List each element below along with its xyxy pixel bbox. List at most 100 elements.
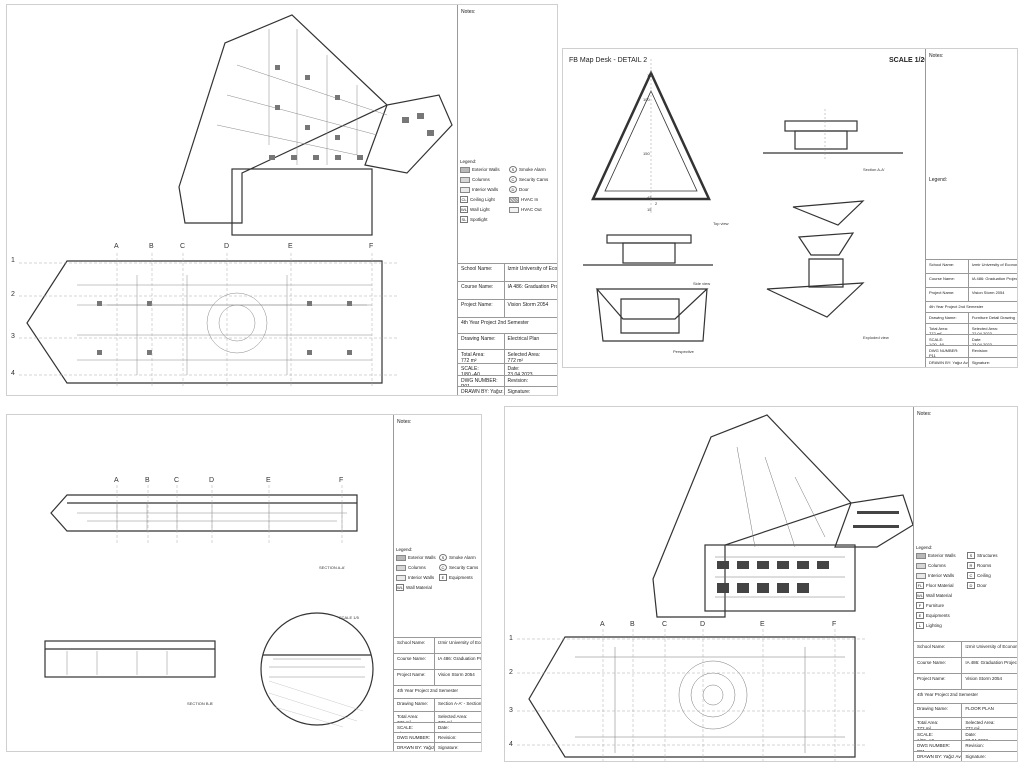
drawing-name: Furniture Detail Drawing xyxy=(967,313,1017,323)
drawn-by: DRAWN BY: Yağız Avcı xyxy=(929,360,968,365)
sheet-furniture-detail[interactable]: FB Map Desk - DETAIL 2 SCALE 1/20 xyxy=(562,48,1018,368)
school-name: Izmir University of Economics xyxy=(503,264,557,281)
electrical-plan-drawing xyxy=(19,14,453,387)
legend-item: HVAC Out xyxy=(509,206,555,213)
grid-row-1: 1 xyxy=(11,257,15,264)
scale: SCALE: 1/80 -A0 xyxy=(461,366,480,375)
grid-col-e: E xyxy=(760,621,765,628)
date: Date: 23.04.2023 xyxy=(434,723,481,732)
grid-row-4: 4 xyxy=(11,370,15,377)
notes-label: Notes: xyxy=(929,53,944,59)
grid-col-a: A xyxy=(114,477,119,484)
dim-15: 15 xyxy=(647,207,652,212)
grid-row-2: 2 xyxy=(11,291,15,298)
exterior-wall-swatch xyxy=(916,552,926,559)
detail-sidebar: Notes: Legend: School Name:Izmir Univers… xyxy=(925,49,1017,367)
project-name: Vision Storm 2054 xyxy=(434,670,481,685)
caption-section-bb: SECTION B-B' xyxy=(187,701,214,706)
legend-item xyxy=(967,602,1015,609)
caption-perspective: Perspective xyxy=(673,349,694,354)
grid-col-c: C xyxy=(174,477,180,484)
sheet-electrical-plan[interactable]: A B C D E F 1 2 3 4 Notes: Legend: Exter… xyxy=(6,4,558,396)
drawn-by: DRAWN BY: Yağız Avcı xyxy=(461,389,504,395)
column-swatch xyxy=(396,564,406,571)
wall-light-icon: WL xyxy=(460,206,468,213)
legend-item xyxy=(967,592,1015,599)
legend-item: Exterior Walls xyxy=(460,166,506,173)
total-area: Total Area: 772 m² xyxy=(929,326,948,334)
drawn-by: DRAWN BY: Yağız Avcı xyxy=(397,745,435,750)
legend-item: Interior Walls xyxy=(916,572,964,579)
legend-title: Legend: xyxy=(916,545,933,550)
selected-area: Selected Area: 22.04.2023 xyxy=(967,324,1017,334)
caption-exploded-view: Exploded view xyxy=(863,335,889,340)
grid-col-e: E xyxy=(266,477,271,484)
drawing-name: Electrical Plan xyxy=(503,334,557,349)
grid-row-3: 3 xyxy=(509,707,513,714)
legend-item: Columns xyxy=(460,176,506,183)
door-icon: D xyxy=(509,186,517,193)
drawn-by: DRAWN BY: Yağız Avcı xyxy=(917,754,962,759)
legend-title: Legend: xyxy=(460,159,477,164)
selected-area: Selected Area: 772 m² xyxy=(434,712,481,722)
dwg-number: DWG NUMBER: P01 xyxy=(397,735,430,742)
dim-43: 43 xyxy=(647,195,652,200)
dwg-number: DWG NUMBER: P11 xyxy=(929,348,959,357)
grid-col-b: B xyxy=(149,243,154,250)
interior-wall-swatch xyxy=(916,572,926,579)
sections-drawing xyxy=(44,485,374,728)
grid-col-c: C xyxy=(180,243,186,250)
grid-col-a: A xyxy=(600,621,605,628)
signature: Signature: xyxy=(961,752,1017,761)
total-area: Total Area: 772 m² xyxy=(461,352,485,363)
dwg-number: DWG NUMBER: P01 xyxy=(461,378,498,386)
structure-icon: S xyxy=(967,552,975,559)
smoke-alarm-icon: S xyxy=(509,166,517,173)
total-area: Total Area: 772 m² xyxy=(397,714,419,722)
furniture-icon: F xyxy=(916,602,924,609)
rooms-icon: R xyxy=(967,562,975,569)
detail-scale: SCALE 1/20 xyxy=(889,57,929,64)
dim-top: 15 xyxy=(647,73,652,78)
column-swatch xyxy=(460,176,470,183)
sheet-floor-plan[interactable]: A B C D E F 1 2 3 4 Notes: Legend: Exter… xyxy=(504,406,1018,762)
caption-top-view: Top view xyxy=(713,221,729,226)
grid-col-d: D xyxy=(209,477,215,484)
lighting-icon: L xyxy=(916,622,924,629)
school-name: Izmir University of Economics xyxy=(961,642,1017,657)
grid-col-a: A xyxy=(114,243,119,250)
grid-row-1: 1 xyxy=(509,635,513,642)
legend-item: Columns xyxy=(396,564,436,571)
school-name: Izmir University of Economics xyxy=(434,638,481,653)
spotlight-icon: SL xyxy=(460,216,468,223)
grid-row-4: 4 xyxy=(509,741,513,748)
interior-wall-swatch xyxy=(396,574,406,581)
grid-row-3: 3 xyxy=(11,333,15,340)
sheet-sections[interactable]: A B C D E F SECTION A-A' SECTION B-B' SC… xyxy=(6,414,482,752)
floor-plan-drawing xyxy=(517,414,914,761)
security-cam-icon: C xyxy=(509,176,517,183)
course-name: IA 486: Graduation Project xyxy=(967,274,1017,287)
semester: 4th Year Project 2nd Semester xyxy=(929,304,984,309)
revision: Revision: xyxy=(434,733,481,742)
total-area: Total Area: 772 m² xyxy=(917,720,939,729)
semester: 4th Year Project 2nd Semester xyxy=(397,688,459,693)
equipment-icon: E xyxy=(916,612,924,619)
dwg-number: DWG NUMBER: P01 xyxy=(917,743,950,751)
grid-col-d: D xyxy=(224,243,230,250)
smoke-alarm-icon: S xyxy=(439,554,447,561)
